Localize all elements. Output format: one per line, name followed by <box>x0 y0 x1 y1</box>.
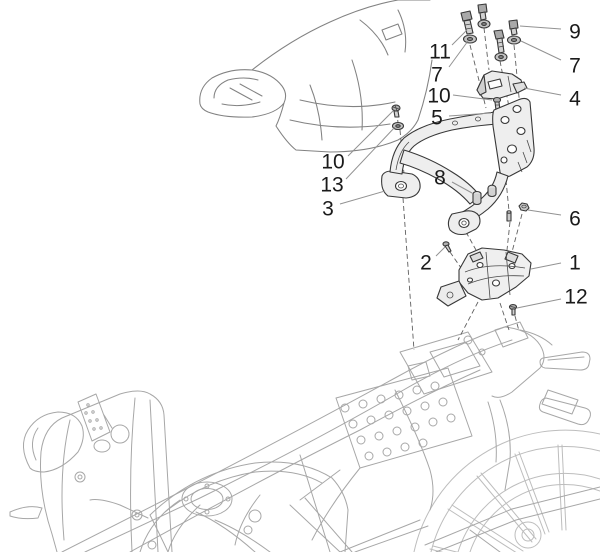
svg-text:8: 8 <box>434 167 446 190</box>
svg-text:1: 1 <box>569 252 581 275</box>
top-fasteners <box>460 3 522 62</box>
nut-6 <box>518 202 530 212</box>
rack-3 <box>381 97 535 236</box>
battery-grid <box>340 381 456 461</box>
svg-text:7: 7 <box>569 55 581 78</box>
svg-text:10: 10 <box>321 151 344 174</box>
svg-text:3: 3 <box>322 198 334 221</box>
tail-art <box>487 326 591 491</box>
stud <box>506 210 512 222</box>
screw-12 <box>508 303 518 316</box>
callout-7: 7 <box>520 40 581 78</box>
callout-6: 6 <box>527 208 581 231</box>
callout-3: 3 <box>322 190 386 221</box>
callout-8: 8 <box>434 167 473 194</box>
svg-text:12: 12 <box>564 286 587 309</box>
rear-subframe-art <box>61 321 529 552</box>
callout-7: 7 <box>431 40 469 87</box>
bolt-9 <box>506 19 522 45</box>
callout-11: 11 <box>429 29 468 64</box>
svg-text:6: 6 <box>569 208 581 231</box>
callout-2: 2 <box>420 246 446 275</box>
svg-text:2: 2 <box>420 252 432 275</box>
callout-1: 1 <box>530 252 581 275</box>
svg-text:9: 9 <box>569 21 581 44</box>
washer-13 <box>391 121 405 131</box>
callout-9: 9 <box>519 21 581 44</box>
bracket-4 <box>476 70 528 100</box>
screw-2 <box>442 241 452 253</box>
callout-5: 5 <box>431 107 492 130</box>
rear-wheel-art <box>413 429 600 552</box>
bolt-9b <box>493 29 508 62</box>
svg-text:7: 7 <box>431 64 443 87</box>
callout-10: 10 <box>427 85 493 108</box>
svg-text:5: 5 <box>431 107 443 130</box>
svg-text:4: 4 <box>569 88 581 111</box>
front-cowl-art <box>9 390 173 552</box>
svg-text:13: 13 <box>320 174 343 197</box>
callout-13: 13 <box>320 126 396 197</box>
svg-text:11: 11 <box>429 41 451 64</box>
bolt-11b <box>477 3 491 29</box>
fuel-tank-art <box>89 461 349 552</box>
bolt-11 <box>460 10 478 44</box>
seat-art <box>199 0 433 153</box>
spacers-8 <box>472 184 497 206</box>
callout-12: 12 <box>516 286 588 309</box>
svg-text:10: 10 <box>427 85 450 108</box>
bracket-1 <box>436 247 532 307</box>
screw-10-left <box>391 104 401 118</box>
callout-10: 10 <box>321 110 394 174</box>
callout-4: 4 <box>523 88 581 111</box>
